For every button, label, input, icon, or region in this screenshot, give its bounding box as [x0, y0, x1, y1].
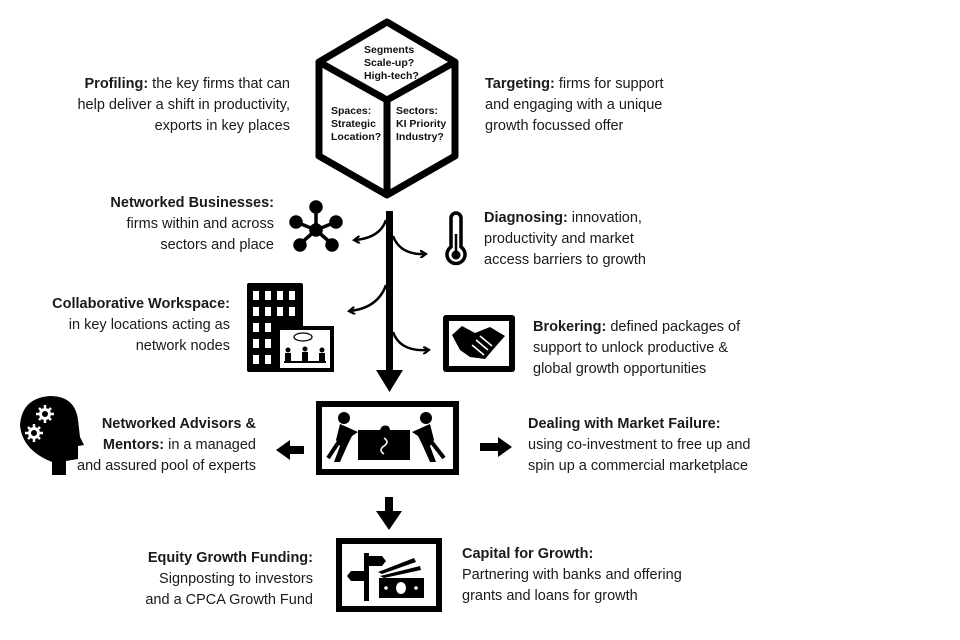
market-failure-desc: using co-investment to free up and [528, 437, 751, 453]
arrow-down-funding [376, 497, 402, 530]
cube-top-face-label: Segments Scale-up? High-tech? [364, 44, 419, 83]
cube-left-line: Location? [331, 131, 382, 143]
profiling-text: Profiling: the key firms that can help d… [77, 74, 290, 137]
network-hub-icon [289, 200, 343, 252]
cube-top-line: High-tech? [364, 70, 419, 82]
advisors-title: Networked Advisors & [101, 416, 256, 432]
arrow-right-market [480, 437, 512, 457]
brokering-text: Brokering: defined packages of support t… [533, 317, 740, 380]
market-failure-text: Dealing with Market Failure: using co-in… [528, 414, 750, 477]
networked-businesses-text: Networked Businesses: firms within and a… [110, 193, 274, 256]
networked-businesses-title: Networked Businesses: [110, 195, 274, 211]
main-flow-arrow [376, 211, 403, 392]
targeting-text: Targeting: firms for support and engagin… [485, 74, 664, 137]
thermometer-icon [445, 211, 467, 266]
diagnosing-text: Diagnosing: innovation, productivity and… [484, 208, 646, 271]
brokering-desc: global growth opportunities [533, 361, 707, 377]
handshake-icon [443, 315, 515, 372]
targeting-desc: firms for support [554, 76, 664, 92]
branch-arrow-diagnosing [391, 235, 425, 254]
equity-funding-title: Equity Growth Funding: [147, 550, 313, 566]
targeting-title: Targeting: [485, 76, 555, 92]
targeting-desc: growth focussed offer [485, 118, 624, 134]
market-failure-desc: spin up a commercial marketplace [528, 458, 749, 474]
people-puzzle-icon [316, 401, 459, 475]
cube-left-line: Strategic [331, 118, 376, 130]
cube-top-title: Segments [364, 44, 415, 56]
collaborative-workspace-text: Collaborative Workspace: in key location… [52, 294, 230, 357]
cube-icon [315, 18, 459, 199]
diagnosing-desc: productivity and market [484, 231, 634, 247]
branch-arrow-workspace [350, 284, 388, 311]
collaborative-workspace-title: Collaborative Workspace: [52, 296, 230, 312]
profiling-desc: the key firms that can [148, 76, 290, 92]
collaborative-workspace-desc: network nodes [135, 338, 230, 354]
brokering-desc: defined packages of [606, 319, 741, 335]
diagnosing-title: Diagnosing: [484, 210, 568, 226]
head-gears-icon [20, 396, 84, 475]
cube-left-title: Spaces: [331, 105, 372, 117]
cube-left-face-label: Spaces: Strategic Location? [331, 105, 381, 144]
brokering-desc: support to unlock productive & [533, 340, 729, 356]
cube-right-face-label: Sectors: KI Priority Industry? [396, 105, 446, 144]
branch-arrow-brokering [391, 331, 428, 350]
capital-growth-desc: Partnering with banks and offering [462, 567, 682, 583]
diagnosing-desc: access barriers to growth [484, 252, 646, 268]
advisors-text: Networked Advisors & Mentors: in a manag… [77, 414, 256, 477]
networked-businesses-desc: sectors and place [160, 237, 274, 253]
cube-right-title: Sectors: [396, 105, 439, 117]
equity-funding-text: Equity Growth Funding: Signposting to in… [145, 548, 313, 611]
advisors-desc: and assured pool of experts [77, 458, 256, 474]
office-building-meeting-icon [247, 283, 334, 372]
advisors-title: Mentors: [102, 437, 165, 453]
market-failure-title: Dealing with Market Failure: [528, 416, 721, 432]
capital-growth-text: Capital for Growth: Partnering with bank… [462, 544, 682, 607]
arrow-left-advisors [276, 440, 304, 460]
profiling-title: Profiling: [84, 76, 149, 92]
collaborative-workspace-desc: in key locations acting as [68, 317, 230, 333]
branch-arrow-networked [355, 219, 388, 240]
capital-growth-title: Capital for Growth: [462, 546, 594, 562]
cube-right-line: KI Priority [396, 118, 447, 130]
equity-funding-desc: Signposting to investors [159, 571, 313, 587]
cube-top-line: Scale-up? [364, 57, 415, 69]
signpost-money-icon [336, 538, 442, 612]
targeting-desc: and engaging with a unique [485, 97, 663, 113]
capital-growth-desc: grants and loans for growth [462, 588, 638, 604]
cube-right-line: Industry? [396, 131, 444, 143]
diagnosing-desc: innovation, [567, 210, 642, 226]
advisors-desc: in a managed [164, 437, 256, 453]
brokering-title: Brokering: [533, 319, 607, 335]
profiling-desc: exports in key places [154, 118, 290, 134]
equity-funding-desc: and a CPCA Growth Fund [145, 592, 313, 608]
profiling-desc: help deliver a shift in productivity, [77, 97, 290, 113]
networked-businesses-desc: firms within and across [126, 216, 274, 232]
